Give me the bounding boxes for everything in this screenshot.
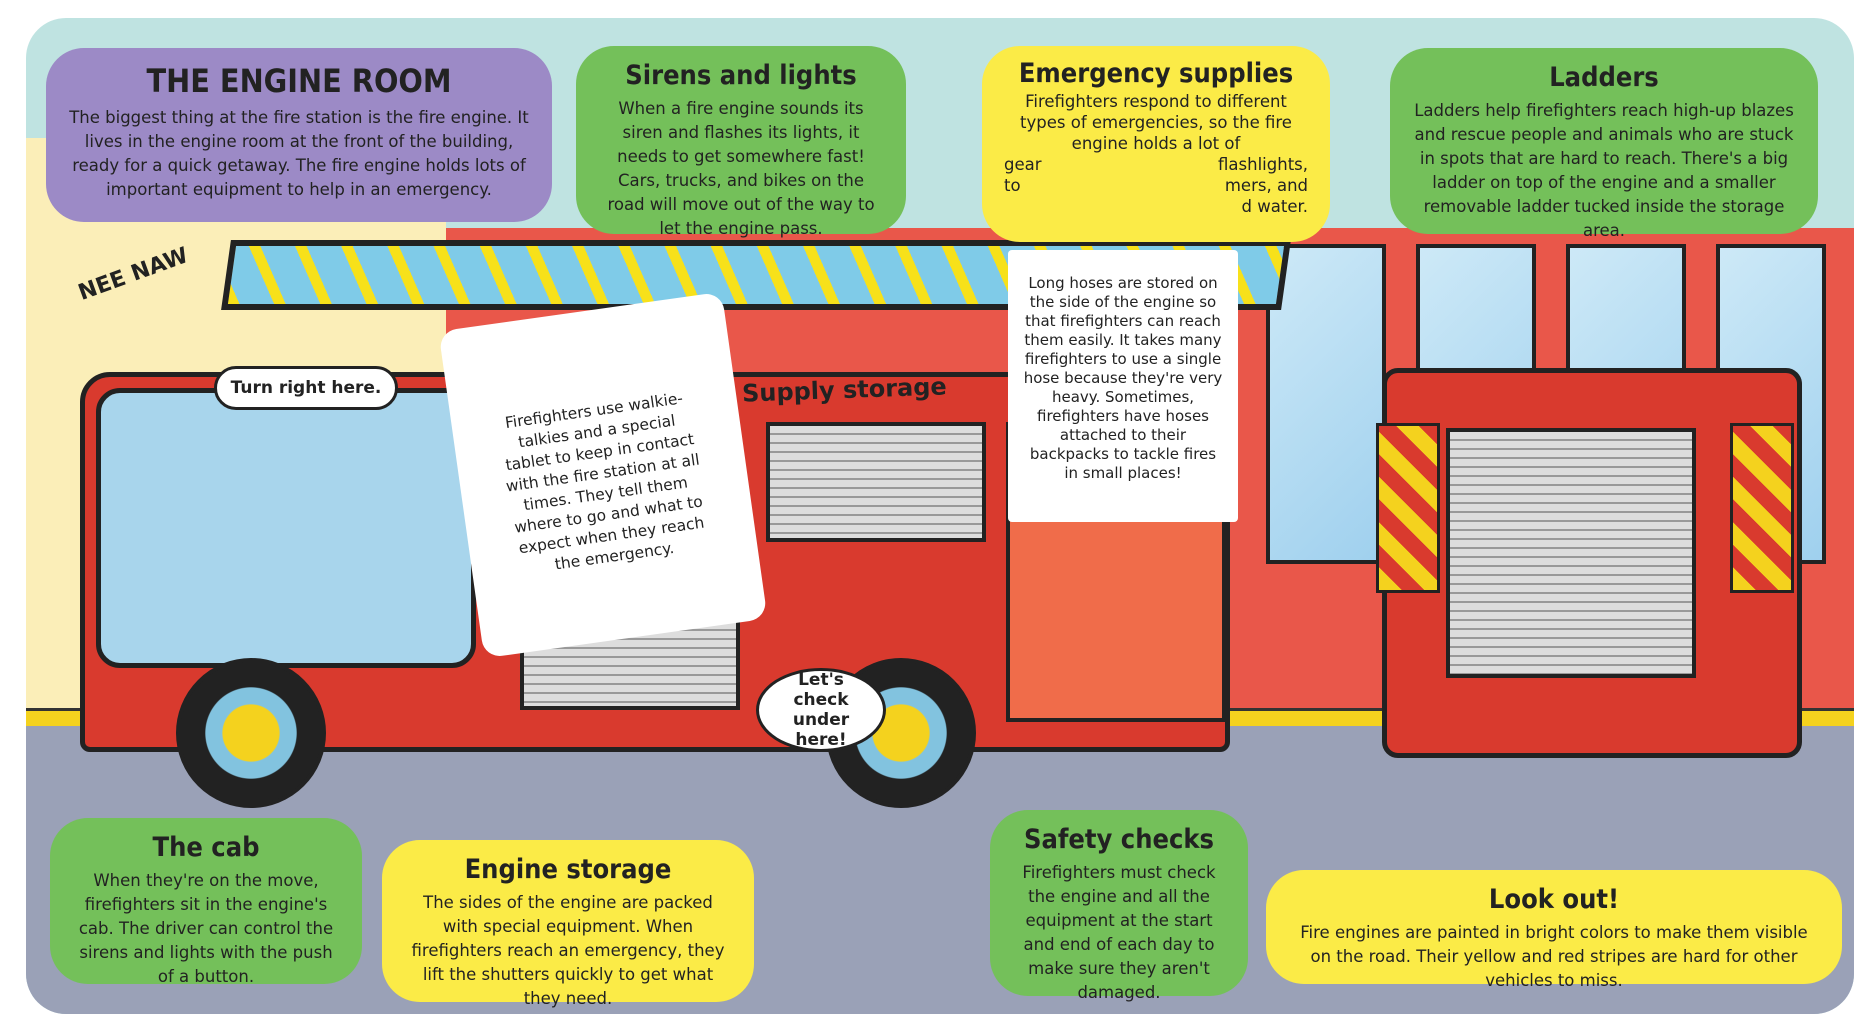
shutter[interactable] [766,422,986,542]
look-out-box: Look out! Fire engines are painted in br… [1266,870,1842,990]
cab-window [96,388,476,668]
emergency-frag: gear [1004,155,1042,174]
look-out-text: Fire engines are painted in bright color… [1300,923,1808,990]
emergency-frag: mers, and [1224,176,1308,195]
warning-stripes [1730,423,1794,593]
warning-stripes [1376,423,1440,593]
emergency-title: Emergency supplies [1018,58,1294,89]
sirens-title: Sirens and lights [625,60,857,91]
safety-title: Safety checks [1023,824,1214,855]
emergency-box: Emergency supplies Firefighters respond … [982,46,1330,242]
cab-text: When they're on the move, firefighters s… [78,871,334,986]
lets-check-bubble: Let's check under here! [756,668,886,752]
look-out-title: Look out! [1488,884,1620,915]
engine-room-text: The biggest thing at the fire station is… [69,108,529,199]
window [1266,244,1386,564]
hoses-text: Long hoses are stored on the side of the… [1023,274,1223,482]
turn-right-bubble: Turn right here. [214,366,398,410]
walkie-flap-card[interactable]: Firefighters use walkie-talkies and a sp… [438,291,768,659]
engine-room-title: THE ENGINE ROOM [146,62,452,100]
safety-text: Firefighters must check the engine and a… [1022,863,1216,1002]
emergency-frag: to [1004,176,1021,195]
engine-storage-box: Engine storage The sides of the engine a… [382,840,754,1008]
ladders-title: Ladders [1549,62,1659,93]
cab-box: The cab When they're on the move, firefi… [50,818,362,986]
ladders-text: Ladders help firefighters reach high-up … [1414,101,1794,240]
hoses-flap-card[interactable]: Long hoses are stored on the side of the… [1008,250,1238,522]
engine-room-box: THE ENGINE ROOM The biggest thing at the… [46,48,552,222]
emergency-text: Firefighters respond to different types … [1020,92,1292,153]
rear-shutter[interactable] [1446,428,1696,678]
ladders-box: Ladders Ladders help firefighters reach … [1390,48,1818,240]
emergency-frag: flashlights, [1218,155,1308,174]
engine-storage-text: The sides of the engine are packed with … [411,893,725,1008]
walkie-text: Firefighters use walkie-talkies and a sp… [503,389,706,574]
sirens-box: Sirens and lights When a fire engine sou… [576,46,906,238]
safety-box: Safety checks Firefighters must check th… [990,810,1248,1002]
wheel [176,658,326,808]
engine-storage-title: Engine storage [464,854,672,885]
emergency-frag: d water. [1241,197,1308,216]
cab-title: The cab [152,832,260,863]
sirens-text: When a fire engine sounds its siren and … [607,99,875,238]
